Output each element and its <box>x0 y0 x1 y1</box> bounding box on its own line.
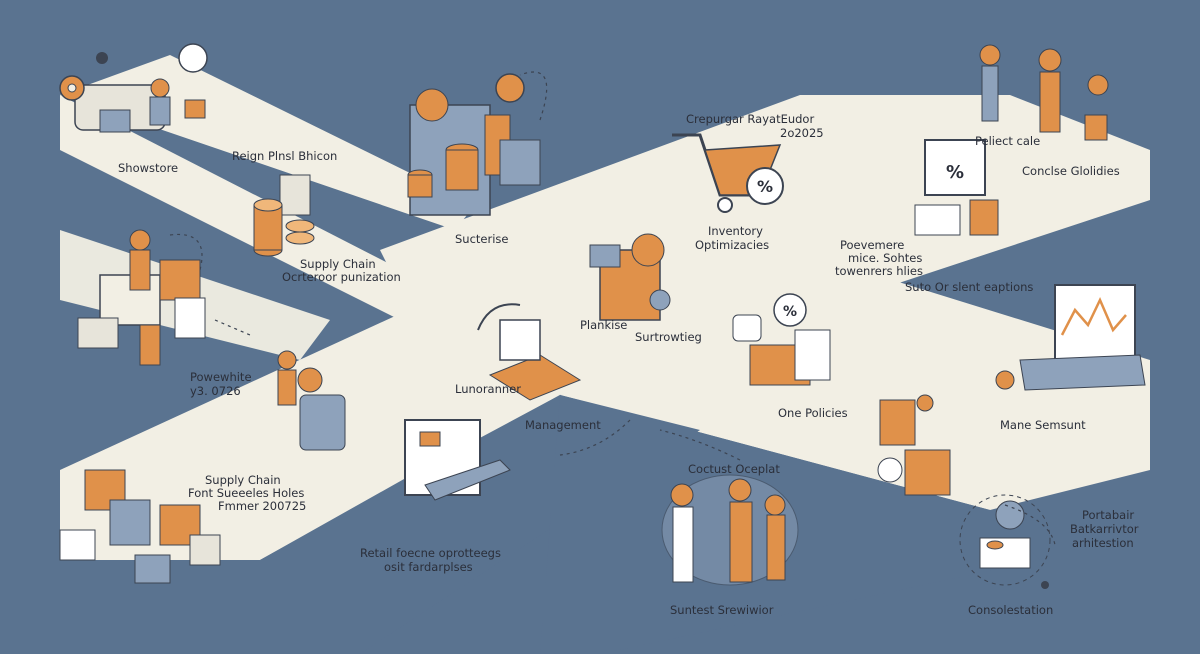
percent-icon: % <box>757 177 773 196</box>
label-crepurgar-1: Crepurgar RayatEudor <box>686 112 815 126</box>
coin-stack-scene <box>253 174 315 257</box>
consolidation-scene <box>959 494 1051 586</box>
label-consolidation: Consolestation <box>968 603 1054 617</box>
label-portabair-2: Batkarrivtor <box>1070 522 1139 536</box>
label-suntest: Suntest Srewiwior <box>670 603 774 617</box>
laptop-desk-scene <box>477 303 582 401</box>
label-poevemere-2: mice. Sohtes <box>848 251 923 265</box>
label-plankise: Plankise <box>580 318 628 332</box>
flow-arrows <box>169 71 1056 546</box>
label-surtrowing: Surtrowtieg <box>635 330 702 344</box>
sucterise-scene <box>407 73 541 216</box>
label-powerwhite-1: Powewhite <box>190 370 252 384</box>
label-supply-chain-2-3: Fmmer 200725 <box>218 499 307 513</box>
label-retail-1: Retail foecne oprotteegs <box>360 546 501 560</box>
gear-icon <box>59 75 85 101</box>
label-concluse: Conclse Glolidies <box>1022 164 1120 178</box>
label-supply-chain-opt-2: Ocrteroor punization <box>282 270 401 284</box>
percent-bubble-icon: % <box>783 304 797 320</box>
dot-decoration-2 <box>1041 581 1049 589</box>
dot-decoration <box>96 52 108 64</box>
showstore-scene <box>74 43 208 133</box>
label-powerwhite-2: y3. 0726 <box>190 384 241 398</box>
label-mane-semunt: Mane Semsunt <box>1000 418 1086 432</box>
label-retail-2: osit fardarplses <box>384 560 473 574</box>
boxes-scene <box>59 469 221 584</box>
label-supply-chain-2-1: Supply Chain <box>205 473 281 487</box>
label-lunoranner: Lunoranner <box>455 382 521 396</box>
label-inventory-2: Optimizacies <box>695 238 770 252</box>
label-portabair-1: Portabair <box>1082 508 1135 522</box>
label-sucterise: Sucterise <box>455 232 509 246</box>
shopping-cart-icon <box>672 133 784 213</box>
percent-monitor-scene <box>914 139 999 236</box>
label-perfect-sale: Peliect cale <box>975 134 1041 148</box>
label-supply-chain-opt-1: Supply Chain <box>300 257 376 271</box>
label-management: Management <box>525 418 601 432</box>
label-poevemere-1: Poevemere <box>840 238 905 252</box>
label-supply-chain-2-2: Font Sueeeles Holes <box>188 486 305 500</box>
label-showstore: Showstore <box>118 161 179 175</box>
warehouse-worker-scene <box>77 229 206 366</box>
analytics-laptop-scene <box>995 284 1146 391</box>
worker-with-scale-scene <box>277 350 346 451</box>
team-people-scene <box>979 44 1109 141</box>
percent-screen-icon: % <box>946 162 964 183</box>
delivery-boxes-scene <box>877 394 951 496</box>
label-poevemere-3: towenrers hlies <box>835 264 923 278</box>
label-coctust: Coctust Oceplat <box>688 462 780 476</box>
monitor-scene <box>404 419 511 501</box>
chat-printer-scene <box>732 293 831 386</box>
machinery-scene <box>589 233 671 321</box>
label-inventory-1: Inventory <box>708 224 763 238</box>
label-suto: Suto Or slent eaptions <box>905 280 1034 294</box>
label-crepurgar-2: 2o2025 <box>780 126 824 140</box>
label-one-policies: One Policies <box>778 406 848 420</box>
customer-service-scene <box>661 474 799 586</box>
label-reign-plan: Reign Plnsl Bhicon <box>232 149 338 163</box>
label-portabair-3: arhitestion <box>1072 536 1134 550</box>
